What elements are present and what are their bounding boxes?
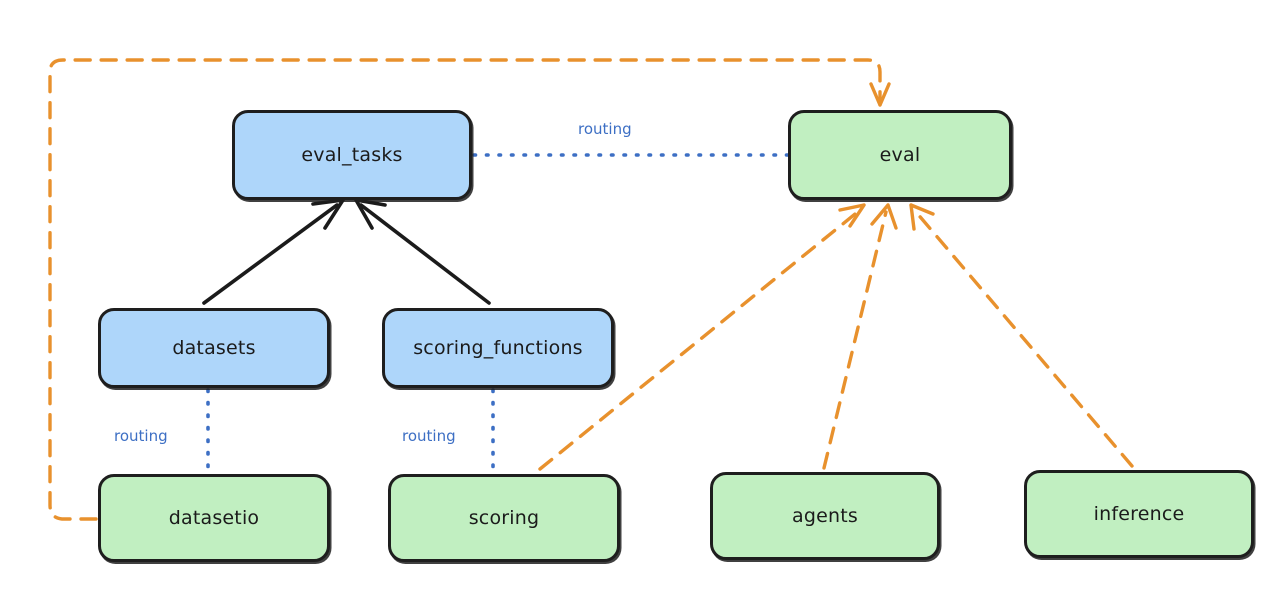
node-datasetio[interactable]: datasetio xyxy=(98,474,330,562)
edge-label-routing-scoring: routing xyxy=(402,427,456,445)
edge-scoring-to-eval xyxy=(538,203,866,471)
node-scoring[interactable]: scoring xyxy=(388,474,620,562)
node-eval[interactable]: eval xyxy=(788,110,1012,200)
node-label: inference xyxy=(1093,503,1185,525)
node-agents[interactable]: agents xyxy=(710,472,940,560)
node-label: datasetio xyxy=(168,507,260,529)
edge-inference-to-eval xyxy=(909,203,1134,468)
node-label: scoring_functions xyxy=(413,337,583,359)
node-datasets[interactable]: datasets xyxy=(98,308,330,388)
edge-label-routing-eval-tasks: routing xyxy=(578,120,632,138)
node-label: eval xyxy=(879,144,921,166)
edge-datasetio-to-eval xyxy=(48,58,891,521)
edge-scoring-functions-to-eval-tasks xyxy=(354,198,491,305)
node-eval-tasks[interactable]: eval_tasks xyxy=(232,110,472,200)
node-label: datasets xyxy=(172,337,256,359)
edge-datasets-to-eval-tasks xyxy=(202,198,345,305)
edge-label-routing-datasets: routing xyxy=(114,427,168,445)
node-scoring-functions[interactable]: scoring_functions xyxy=(382,308,614,388)
edge-agents-to-eval xyxy=(822,203,898,470)
node-label: eval_tasks xyxy=(301,144,403,166)
node-inference[interactable]: inference xyxy=(1024,470,1254,558)
node-label: scoring xyxy=(468,507,540,529)
node-label: agents xyxy=(792,505,858,527)
